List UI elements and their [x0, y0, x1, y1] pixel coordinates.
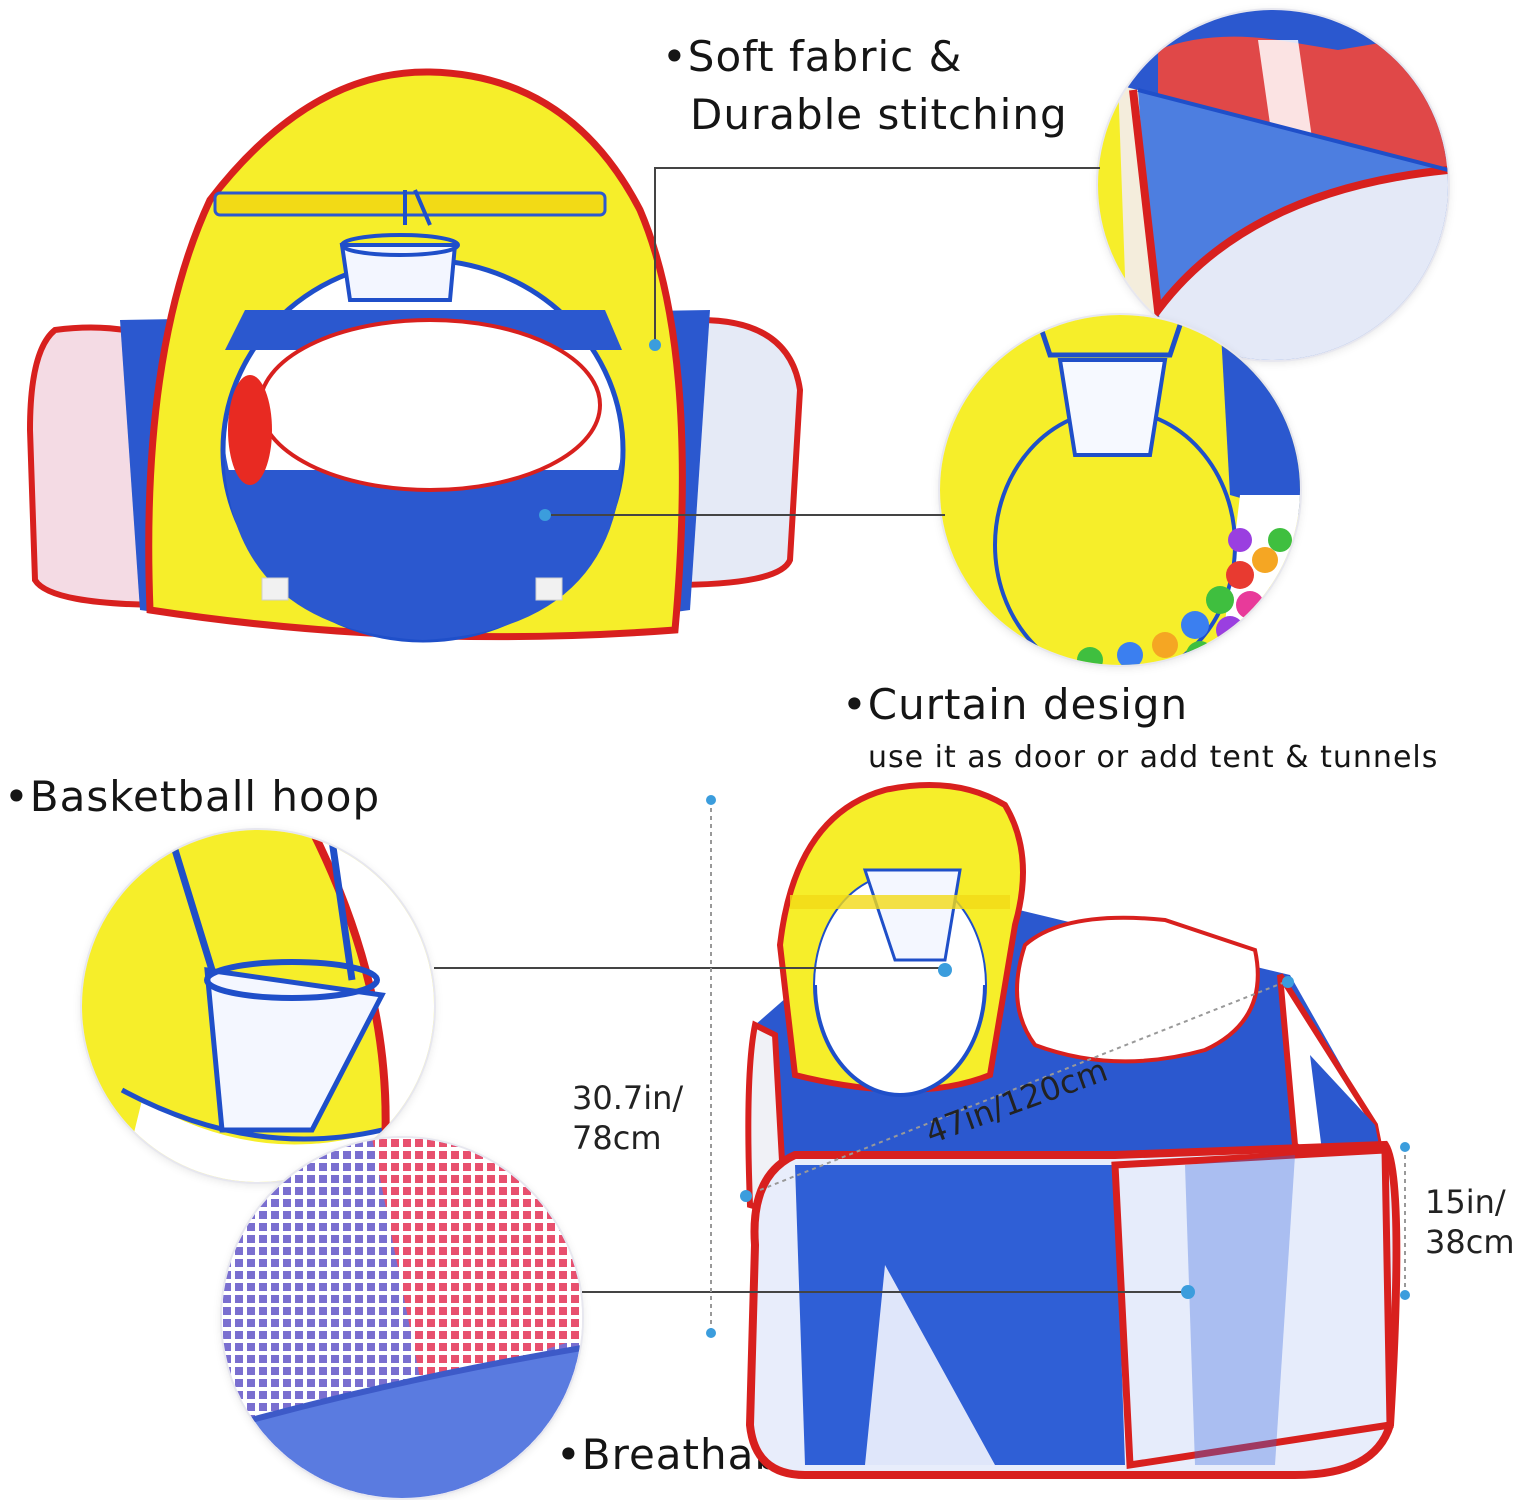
mesh-closeup-circle	[222, 1138, 582, 1498]
side-dimension-label: 15in/ 38cm	[1425, 1182, 1514, 1262]
hoop-closeup-circle	[82, 830, 434, 1182]
height-dimension-label: 30.7in/ 78cm	[572, 1078, 683, 1158]
height-line2: 78cm	[572, 1119, 662, 1157]
bullet: •	[4, 772, 30, 821]
feature-fabric-line2: Durable stitching	[690, 90, 1068, 139]
feature-fabric-line1: Soft fabric &	[687, 32, 963, 81]
hoop-net	[339, 243, 458, 302]
feature-curtain-label: •Curtain design	[842, 680, 1188, 729]
feature-hoop-label: •Basketball hoop	[4, 772, 380, 821]
tent-front-view	[26, 68, 804, 643]
hoop-rod	[213, 191, 607, 217]
side-line1: 15in/	[1425, 1183, 1506, 1221]
height-line1: 30.7in/	[572, 1079, 684, 1117]
feature-hoop-text: Basketball hoop	[29, 772, 381, 821]
bullet: •	[556, 1430, 582, 1479]
side-line2: 38cm	[1425, 1223, 1515, 1261]
bullet: •	[842, 680, 868, 729]
ball-pit-view	[745, 782, 1401, 1479]
fabric-closeup-circle	[1098, 10, 1448, 360]
bullet: •	[662, 32, 688, 81]
feature-curtain-subtitle: use it as door or add tent & tunnels	[868, 740, 1439, 775]
feature-fabric-label: •Soft fabric & Durable stitching	[662, 28, 1068, 144]
feature-curtain-title: Curtain design	[867, 680, 1189, 729]
